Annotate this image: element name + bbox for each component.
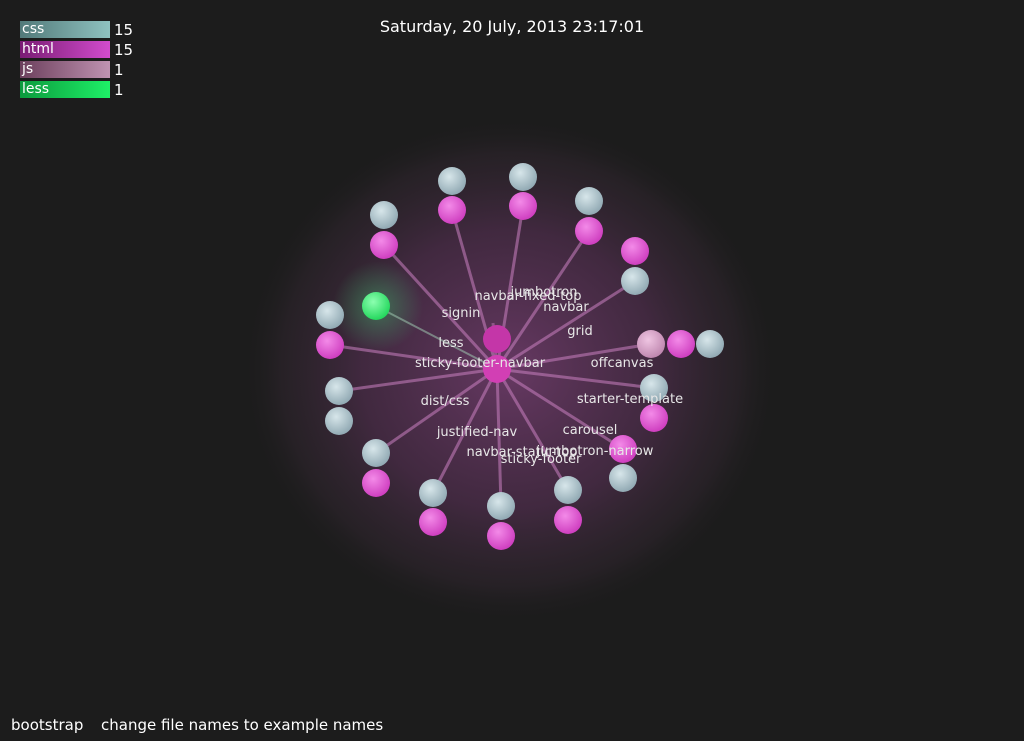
graph-edges [329,205,655,507]
dir-label-justified-nav: justified-nav [436,425,518,440]
css-file-node-icon[interactable] [640,374,668,402]
dir-label-starter-template: starter-template [577,392,683,407]
dir-label-navbar-fixed-top: navbar-fixed-top [474,289,581,304]
graph-labels: signin navbar-fixed-top jumbotron navbar… [415,285,683,467]
css-file-node-icon[interactable] [316,301,344,329]
html-file-node-icon[interactable] [316,331,344,359]
edge-spoke-4 [496,279,636,371]
html-file-node-icon[interactable] [621,237,649,265]
datetime-display: Saturday, 20 July, 2013 23:17:01 [379,17,645,36]
css-file-node-icon[interactable] [609,464,637,492]
edge-spoke-7 [338,367,498,393]
directory-node-icon[interactable] [483,355,511,383]
file-type-legend: css 15 html 15 js 1 less 1 [20,20,140,100]
edge-spoke-10 [375,367,498,455]
dir-label-jumbotron: jumbotron [509,285,577,300]
project-name: bootstrap [11,716,84,734]
edge-spoke-11 [431,368,499,494]
css-file-node-icon[interactable] [696,330,724,358]
dir-label-carousel: carousel [563,423,618,438]
css-file-node-icon[interactable] [575,187,603,215]
legend-count-css: 15 [114,21,134,39]
dir-label-signin: signin [442,306,481,321]
css-file-node-icon[interactable] [621,267,649,295]
html-file-node-icon[interactable] [554,506,582,534]
html-file-node-icon[interactable] [509,192,537,220]
css-file-node-icon[interactable] [419,479,447,507]
dir-label-sticky-footer: sticky-footer [501,452,582,467]
html-file-node-icon[interactable] [575,217,603,245]
legend-count-html: 15 [114,41,134,59]
directory-node-icon[interactable] [483,325,511,353]
dir-label-navbar: navbar [543,300,589,315]
legend-count-js: 1 [114,61,124,79]
legend-swatch-less: less [20,81,110,98]
css-file-node-icon[interactable] [554,476,582,504]
css-file-node-icon[interactable] [438,167,466,195]
commit-caption: change file names to example names [101,716,384,734]
html-file-node-icon[interactable] [419,508,447,536]
edge-spoke-0 [382,243,499,371]
html-file-node-icon[interactable] [370,231,398,259]
html-file-node-icon[interactable] [487,522,515,550]
js-file-node-icon[interactable] [637,330,665,358]
legend-row-html: html 15 [20,40,140,60]
legend-swatch-html: html [20,41,110,58]
html-file-node-icon[interactable] [609,435,637,463]
css-file-node-icon[interactable] [509,163,537,191]
edge-less [375,305,498,370]
legend-row-less: less 1 [20,80,140,100]
legend-count-less: 1 [114,81,124,99]
edge-spoke-8 [496,367,655,390]
dir-label-less: less [438,336,463,351]
edge-spoke-12 [495,368,503,507]
dir-label-offcanvas: offcanvas [591,356,654,371]
css-file-node-icon[interactable] [487,492,515,520]
legend-row-js: js 1 [20,60,140,80]
dir-label-sticky-footer-navbar: sticky-footer-navbar [415,356,546,371]
graph-nodes[interactable] [316,163,724,550]
edge-spoke-3 [495,230,591,370]
edge-spoke-9 [496,367,624,451]
dir-label-grid: grid [567,324,592,339]
css-file-node-icon[interactable] [362,439,390,467]
edge-spoke-13 [495,368,570,491]
legend-swatch-js: js [20,61,110,78]
dir-label-navbar-static-top: navbar-static-top [466,445,577,460]
html-file-node-icon[interactable] [667,330,695,358]
edge-spoke-5 [329,343,498,371]
edge-spoke-6 [496,342,652,371]
html-file-node-icon[interactable] [438,196,466,224]
html-file-node-icon[interactable] [362,469,390,497]
legend-row-css: css 15 [20,20,140,40]
less-file-node-icon[interactable] [362,292,390,320]
dir-label-dist-css: dist/css [421,394,470,409]
css-file-node-icon[interactable] [325,407,353,435]
html-file-node-icon[interactable] [640,404,668,432]
css-file-node-icon[interactable] [370,201,398,229]
css-file-node-icon[interactable] [325,377,353,405]
legend-swatch-css: css [20,21,110,38]
dir-label-jumbotron-narrow: jumbotron-narrow [536,444,654,459]
